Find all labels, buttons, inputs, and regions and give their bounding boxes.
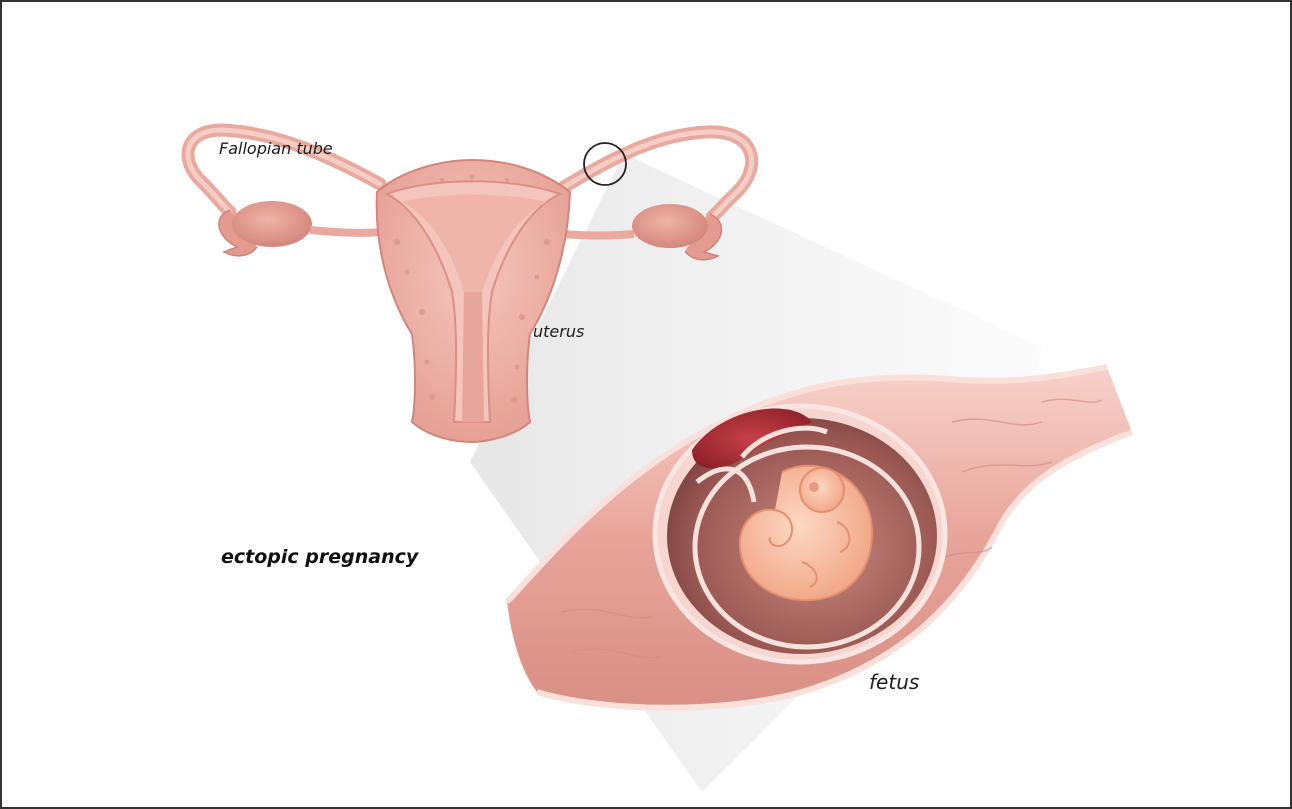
fallopian-tube-label: Fallopian tube [219,139,333,158]
right-ovary [632,204,708,248]
uterus-label: uterus [533,322,584,341]
fetus-label: fetus [869,670,919,694]
left-ovary [232,201,312,247]
ectopic-pregnancy-title: ectopic pregnancy [221,546,418,568]
